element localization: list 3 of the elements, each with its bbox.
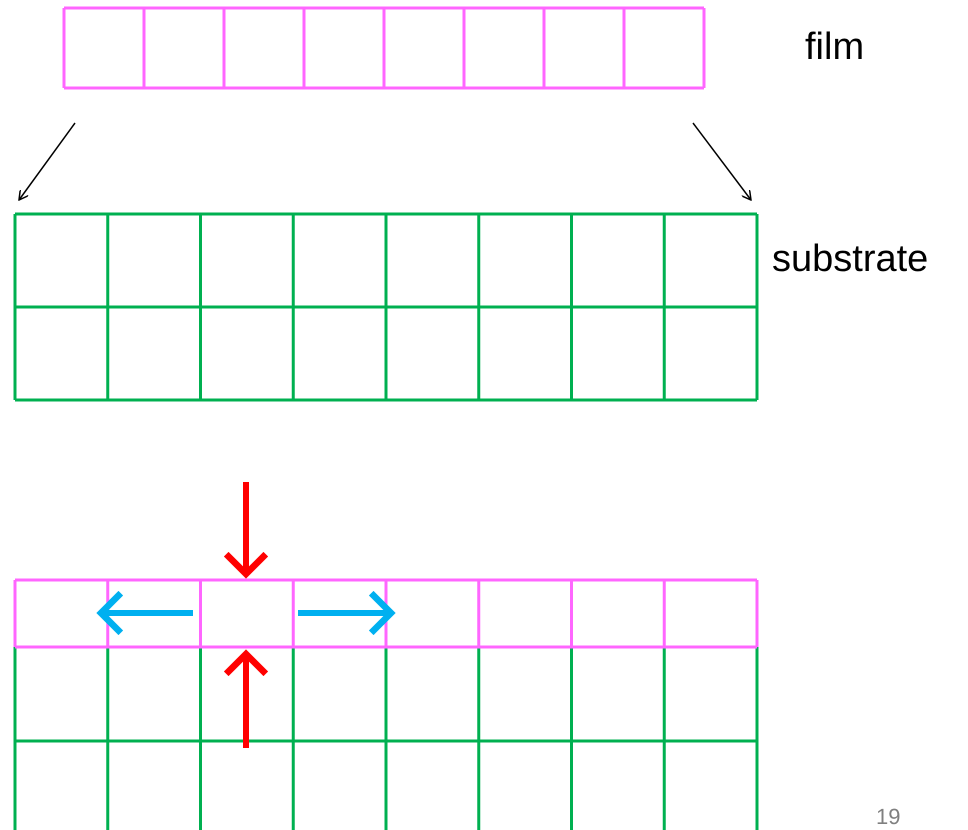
layer-label: substrate <box>772 240 928 278</box>
page-number: 19 <box>876 806 900 828</box>
layer-label: film <box>805 28 864 66</box>
